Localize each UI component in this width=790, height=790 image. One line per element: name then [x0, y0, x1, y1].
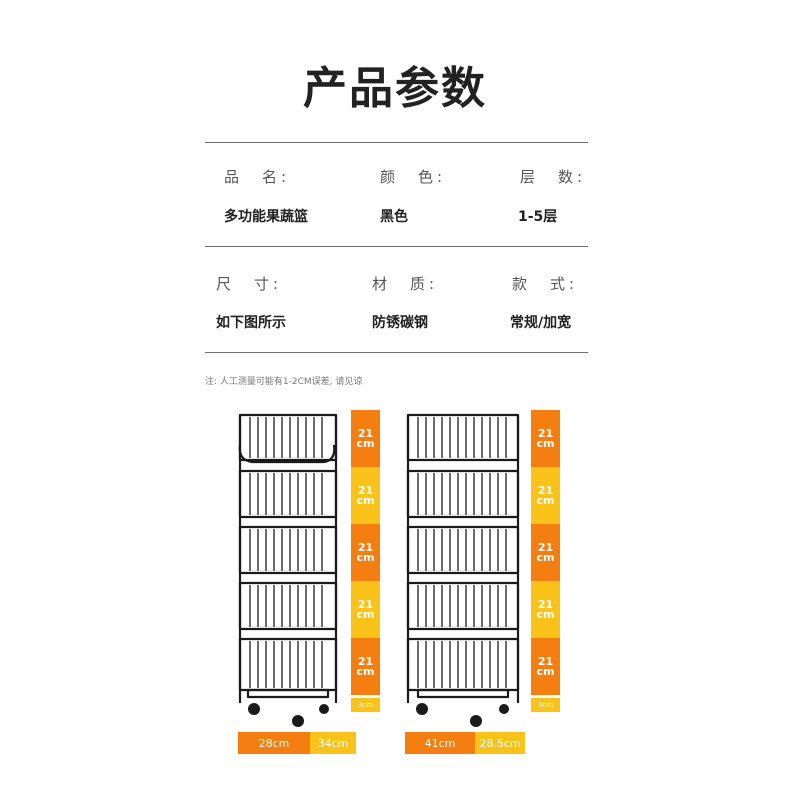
- right-depth-label: 28.5cm: [475, 732, 525, 754]
- label-material: 材 质:: [372, 275, 439, 293]
- label-product-name: 品 名:: [224, 168, 291, 186]
- rack-wide-image: [406, 413, 520, 727]
- divider-top: [205, 142, 588, 143]
- value-material: 防锈碳钢: [372, 315, 428, 331]
- label-size: 尺 寸:: [216, 275, 283, 293]
- value-color: 黑色: [380, 209, 408, 225]
- right-width-label: 41cm: [405, 732, 475, 754]
- left-width-label: 28cm: [238, 732, 310, 754]
- value-style: 常规/加宽: [510, 315, 572, 331]
- divider-bottom: [205, 352, 588, 353]
- left-depth-label: 34cm: [310, 732, 356, 754]
- value-product-name: 多功能果蔬篮: [224, 209, 308, 225]
- measurement-note: 注: 人工测量可能有1-2CM误差, 请见谅: [205, 377, 363, 387]
- label-style: 款 式:: [512, 275, 579, 293]
- divider-middle: [205, 246, 588, 247]
- value-size: 如下图所示: [216, 315, 286, 331]
- label-color: 颜 色:: [380, 168, 447, 186]
- rack-narrow-image: [238, 413, 338, 727]
- right-base-height: 3cm: [531, 698, 560, 712]
- left-base-height: 3cm: [351, 698, 380, 712]
- page-title: 产品参数: [303, 63, 487, 114]
- value-tiers: 1-5层: [518, 209, 558, 225]
- label-tiers: 层 数:: [520, 168, 587, 186]
